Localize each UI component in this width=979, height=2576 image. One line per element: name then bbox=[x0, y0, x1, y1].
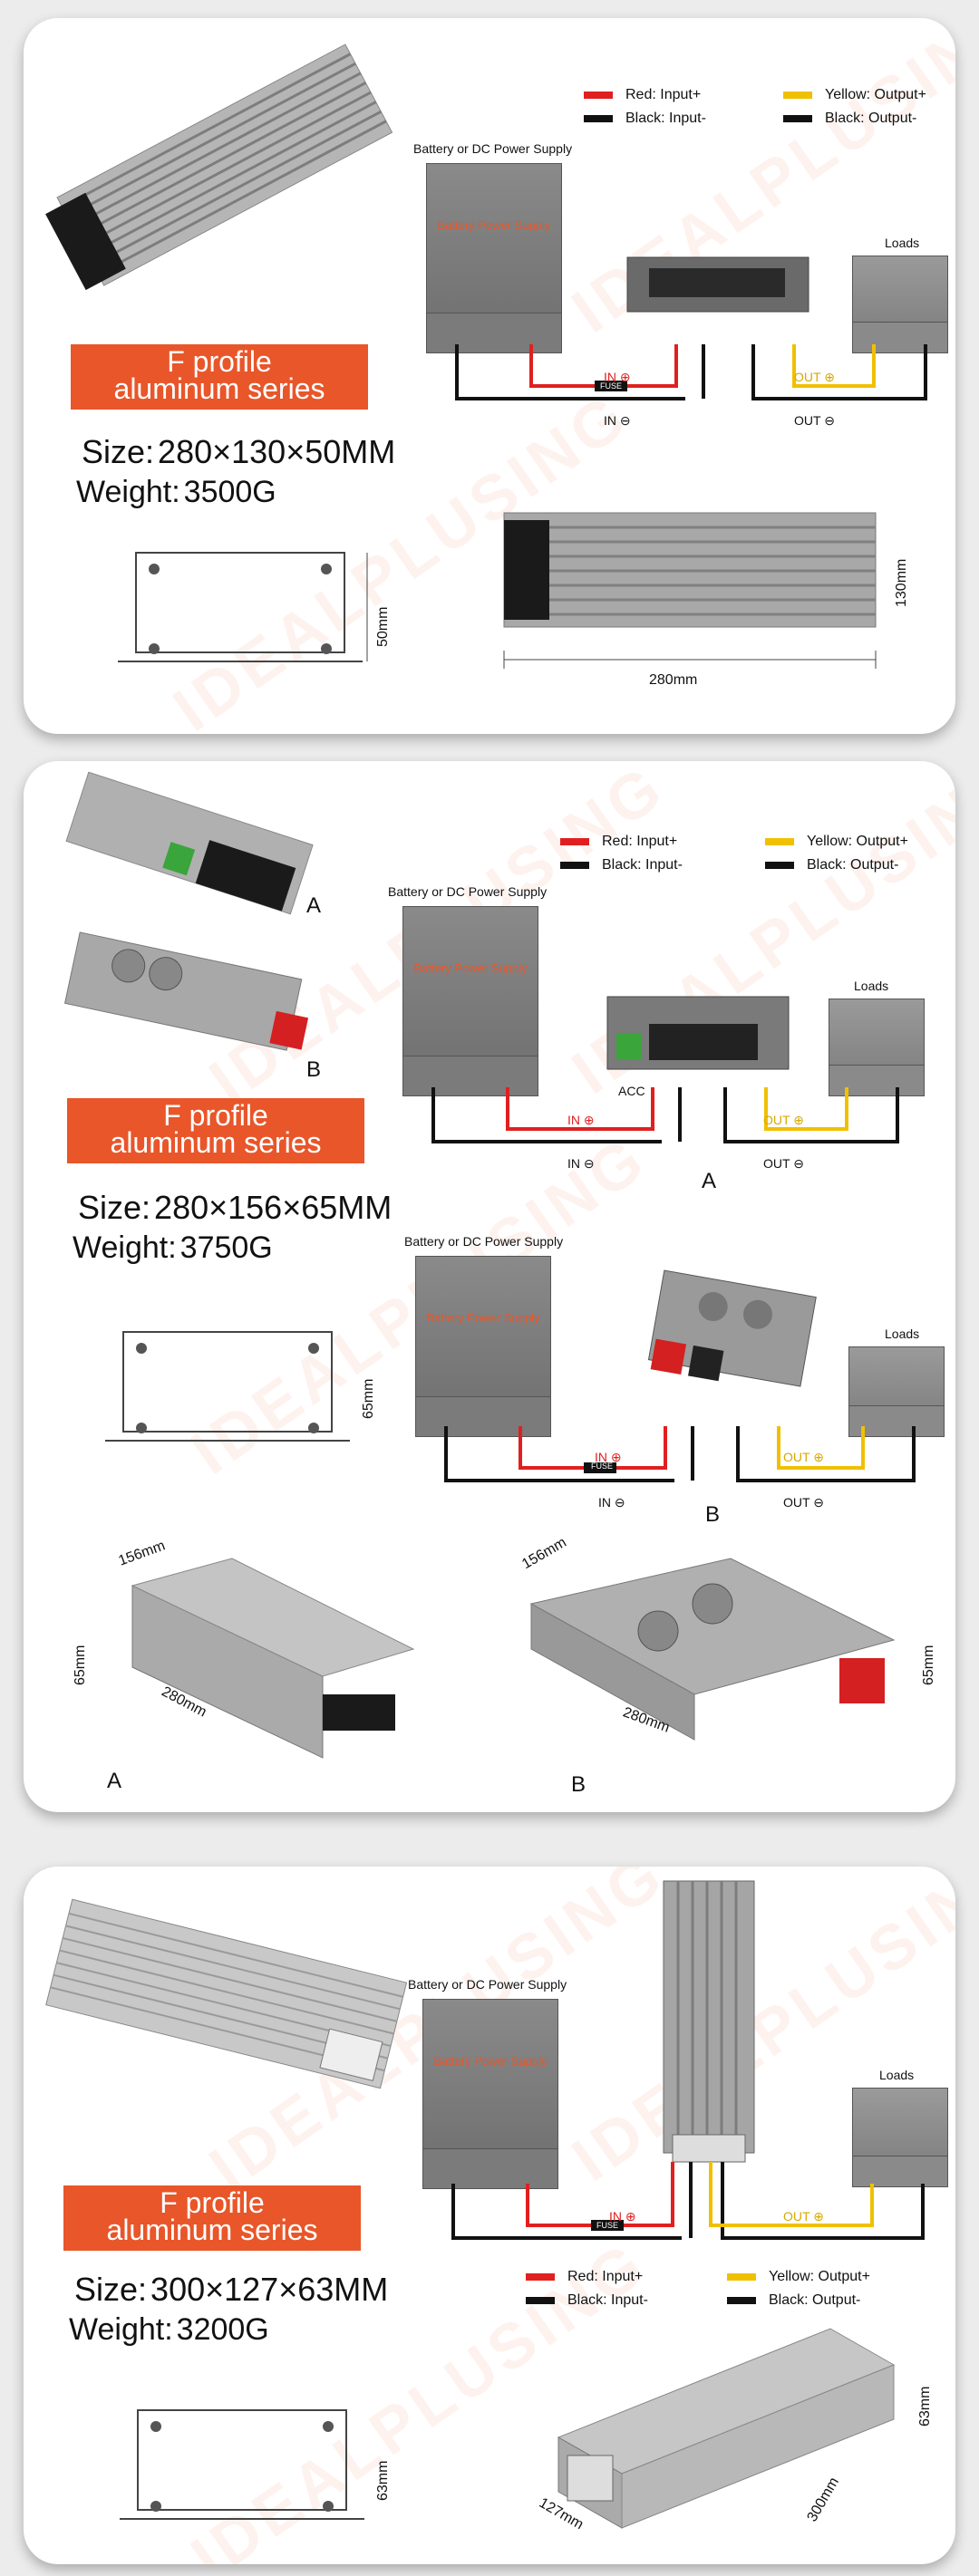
iso-drawing-2a bbox=[131, 1558, 415, 1759]
in-minus: IN ⊖ bbox=[604, 413, 631, 428]
in-minus: IN ⊖ bbox=[598, 1495, 625, 1510]
out-plus: OUT ⊕ bbox=[783, 1450, 824, 1464]
legend-yellow: Yellow: Output+ bbox=[765, 834, 908, 850]
height-dim: 65mm bbox=[73, 1645, 88, 1685]
load-box bbox=[829, 999, 925, 1096]
profile-drawing-1 bbox=[118, 552, 368, 662]
product-photo-2a bbox=[65, 771, 314, 915]
legend-black-in: Black: Input- bbox=[526, 2292, 648, 2309]
converter-3 bbox=[663, 1880, 755, 2163]
size-spec: Size:280×130×50MM bbox=[82, 433, 396, 470]
legend-yellow: Yellow: Output+ bbox=[727, 2269, 870, 2285]
loads-label: Loads bbox=[885, 1327, 920, 1341]
converter-2a bbox=[606, 996, 790, 1070]
legend-red: Red: Input+ bbox=[584, 87, 701, 103]
in-plus: IN ⊕ bbox=[595, 1450, 622, 1464]
product-photo-3 bbox=[45, 1898, 408, 2089]
fuse-label: FUSE bbox=[600, 381, 623, 391]
height-dim: 65mm bbox=[361, 1378, 376, 1419]
product-photo-2b bbox=[63, 931, 309, 1051]
diagram-a-label: A bbox=[702, 1169, 717, 1193]
supply-title: Battery or DC Power Supply bbox=[388, 884, 548, 899]
battery: Battery Power Supply bbox=[402, 906, 538, 1096]
length-dim-line bbox=[503, 651, 877, 669]
in-plus: IN ⊕ bbox=[567, 1113, 595, 1127]
length-dim: 280mm bbox=[649, 672, 698, 688]
legend-black-out: Black: Output- bbox=[765, 857, 898, 873]
supply-title: Battery or DC Power Supply bbox=[413, 141, 573, 156]
out-minus: OUT ⊖ bbox=[794, 413, 835, 428]
in-minus: IN ⊖ bbox=[567, 1156, 595, 1171]
out-minus: OUT ⊖ bbox=[783, 1495, 824, 1510]
variant-a-label: A bbox=[306, 893, 322, 918]
iso-drawing-3 bbox=[557, 2328, 896, 2529]
width-dim: 130mm bbox=[894, 558, 909, 607]
legend-yellow: Yellow: Output+ bbox=[783, 87, 926, 103]
supply-title: Battery or DC Power Supply bbox=[404, 1234, 564, 1249]
loads-label: Loads bbox=[885, 236, 920, 250]
legend-black-out: Black: Output- bbox=[727, 2292, 860, 2309]
legend-black-in: Black: Input- bbox=[584, 111, 706, 127]
variant-b-label: B bbox=[306, 1057, 322, 1082]
out-minus: OUT ⊖ bbox=[763, 1156, 804, 1171]
converter-2b bbox=[647, 1269, 817, 1387]
side-drawing-1 bbox=[503, 512, 877, 628]
wiring-2b bbox=[444, 1426, 916, 1482]
legend-red: Red: Input+ bbox=[560, 834, 677, 850]
in-plus: IN ⊕ bbox=[604, 370, 631, 384]
height-dim: 65mm bbox=[921, 1645, 936, 1685]
height-dim: 63mm bbox=[917, 2386, 933, 2426]
product-card-3: IDEALPLUSING IDEALPLUSING IDEALPLUSING F… bbox=[24, 1867, 955, 2564]
profile-drawing-2 bbox=[105, 1331, 350, 1442]
legend-black-out: Black: Output- bbox=[783, 111, 916, 127]
weight-spec: Weight:3500G bbox=[76, 475, 276, 509]
diagram-b-label: B bbox=[705, 1502, 721, 1527]
size-spec: Size:300×127×63MM bbox=[74, 2271, 389, 2308]
height-dim: 50mm bbox=[375, 606, 391, 647]
loads-label: Loads bbox=[854, 979, 889, 993]
size-spec: Size:280×156×65MM bbox=[78, 1189, 393, 1226]
legend-black-in: Black: Input- bbox=[560, 857, 683, 873]
acc-label: ACC bbox=[618, 1084, 645, 1098]
fuse-label: FUSE bbox=[591, 1462, 614, 1471]
wiring-2a bbox=[431, 1087, 899, 1143]
iso-b-label: B bbox=[571, 1772, 586, 1797]
weight-spec: Weight:3750G bbox=[73, 1230, 273, 1265]
battery: Battery Power Supply bbox=[426, 163, 562, 353]
load-box bbox=[852, 256, 948, 353]
wiring-1 bbox=[455, 344, 927, 400]
height-dim: 63mm bbox=[375, 2460, 391, 2501]
product-photo-1 bbox=[45, 43, 393, 291]
wiring-3 bbox=[451, 2162, 925, 2240]
battery: Battery Power Supply bbox=[422, 1999, 558, 2189]
iso-a-label: A bbox=[107, 1769, 122, 1793]
out-plus: OUT ⊕ bbox=[783, 2209, 824, 2224]
in-plus: IN ⊕ bbox=[609, 2209, 636, 2224]
battery: Battery Power Supply bbox=[415, 1256, 551, 1437]
profile-drawing-3 bbox=[120, 2409, 364, 2520]
iso-drawing-2b bbox=[529, 1558, 896, 1741]
supply-title: Battery or DC Power Supply bbox=[408, 1977, 567, 1992]
product-card-2: IDEALPLUSING IDEALPLUSING IDEALPLUSING A… bbox=[24, 761, 955, 1812]
load-box bbox=[852, 2088, 948, 2187]
fuse-label: FUSE bbox=[596, 2221, 619, 2230]
out-plus: OUT ⊕ bbox=[763, 1113, 804, 1127]
out-plus: OUT ⊕ bbox=[794, 370, 835, 384]
load-box bbox=[848, 1346, 945, 1437]
converter-1 bbox=[626, 256, 809, 313]
legend-red: Red: Input+ bbox=[526, 2269, 643, 2285]
weight-spec: Weight:3200G bbox=[69, 2312, 269, 2347]
loads-label: Loads bbox=[879, 2068, 915, 2082]
